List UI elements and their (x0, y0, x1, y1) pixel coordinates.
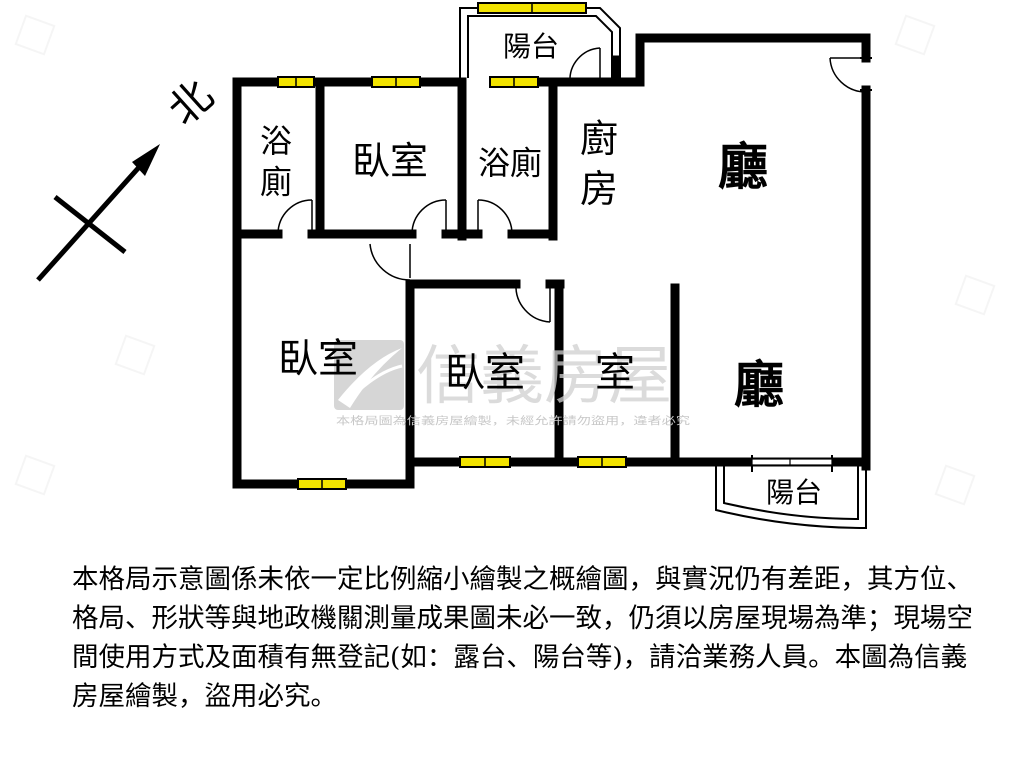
label-balcony-bottom: 陽台 (766, 476, 822, 509)
top-balcony-outline (459, 7, 621, 80)
label-living-bottom: 廳 (734, 355, 784, 414)
background-watermark-pattern (14, 14, 996, 506)
label-bath-mid: 浴廁 (478, 144, 542, 182)
brand-watermark: 信義房屋 本格局圖為信義房屋繪製，未經允許請勿盜用，違者必究 (334, 340, 691, 427)
door-bath-mid (477, 199, 513, 235)
room-labels: 陽台 浴 廁 臥室 浴廁 廚 房 廳 臥室 臥室 室 廳 陽台 (260, 30, 822, 509)
disclaimer-text: 本格局示意圖係未依一定比例縮小繪製之概繪圖，與實況仍有差距，其方位、格局、形狀等… (72, 564, 973, 712)
balcony-sliding-door (751, 455, 833, 472)
label-bath-left-1: 浴 (260, 122, 292, 160)
door-bath-left (277, 199, 313, 235)
label-room-right: 室 (595, 350, 635, 396)
label-balcony-top: 陽台 (503, 30, 559, 63)
door-entrance (829, 57, 872, 93)
brand-watermark-text: 信義房屋 (416, 340, 672, 414)
north-arrow: 北 (36, 70, 223, 282)
label-bedroom-left: 臥室 (278, 336, 358, 382)
watermark-notice: 本格局圖為信義房屋繪製，未經允許請勿盜用，違者必究 (336, 414, 691, 427)
label-kitchen-1: 廚 (580, 117, 618, 161)
north-label: 北 (159, 70, 223, 135)
window-bath-left (277, 76, 315, 88)
window-room-right (577, 456, 627, 468)
label-bedroom-mid: 臥室 (445, 350, 525, 396)
window-bedroom-mid (459, 456, 511, 468)
window-bath-mid (489, 76, 539, 88)
door-bedroom-left (369, 243, 411, 281)
floor-plan: 北 (14, 2, 996, 530)
bottom-balcony-outline (715, 466, 867, 530)
window-bedroom-left (297, 478, 347, 490)
label-kitchen-2: 房 (580, 167, 618, 211)
doors (277, 47, 872, 323)
door-balcony-top (569, 47, 601, 83)
door-bedroom-mid (515, 283, 551, 323)
window-top-balcony (477, 2, 587, 14)
label-bath-left-2: 廁 (260, 163, 292, 201)
windows (277, 2, 627, 490)
label-bedroom-top: 臥室 (352, 139, 428, 183)
label-living-top: 廳 (718, 137, 768, 196)
brand-logo-icon (334, 340, 404, 410)
window-bedroom-top (371, 76, 421, 88)
door-bedroom-top (411, 199, 447, 235)
